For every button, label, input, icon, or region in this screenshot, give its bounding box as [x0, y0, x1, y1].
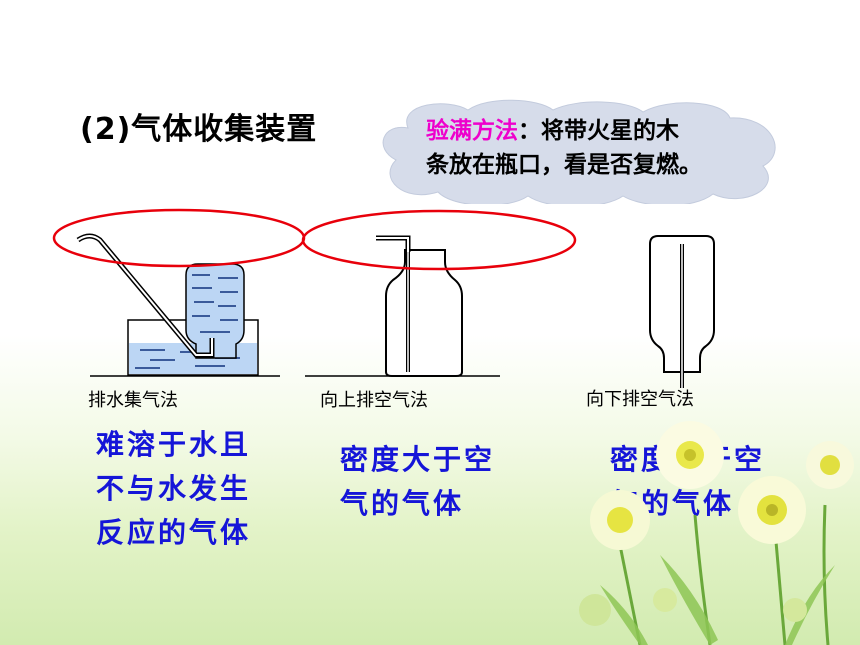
desc-line: 难溶于水且 [96, 428, 252, 461]
downward-air-apparatus [649, 235, 715, 388]
label-water-displacement: 排水集气法 [88, 390, 178, 411]
desc-line: 密度大于空 [340, 443, 496, 476]
flower-3 [590, 490, 650, 550]
desc-line: 反应的气体 [96, 516, 252, 549]
note-text-line1: ：将带火星的木 [518, 118, 679, 144]
desc-line: 不与水发生 [96, 472, 252, 505]
label-upward-air: 向上排空气法 [320, 390, 428, 411]
flower-2 [738, 476, 806, 544]
flower-1 [656, 421, 724, 489]
desc-water-displacement: 难溶于水且 不与水发生 反应的气体 [96, 423, 251, 555]
desc-line: 气的气体 [340, 487, 465, 520]
flower-4 [806, 441, 854, 489]
water-displacement-apparatus [76, 233, 280, 377]
desc-upward-air: 密度大于空 气的气体 [340, 438, 495, 526]
verification-note: 验满方法：将带火星的木 条放在瓶口，看是否复燃。 [426, 114, 786, 182]
page-title: (2)气体收集装置 [80, 112, 318, 147]
note-text-line2: 条放在瓶口，看是否复燃。 [426, 152, 702, 178]
decorative-flowers [579, 421, 854, 645]
label-downward-air: 向下排空气法 [586, 389, 694, 410]
highlight-ellipse-right [301, 209, 577, 271]
note-highlight: 验满方法 [426, 118, 518, 144]
upward-air-apparatus [305, 235, 500, 377]
note-cloud [382, 99, 776, 204]
